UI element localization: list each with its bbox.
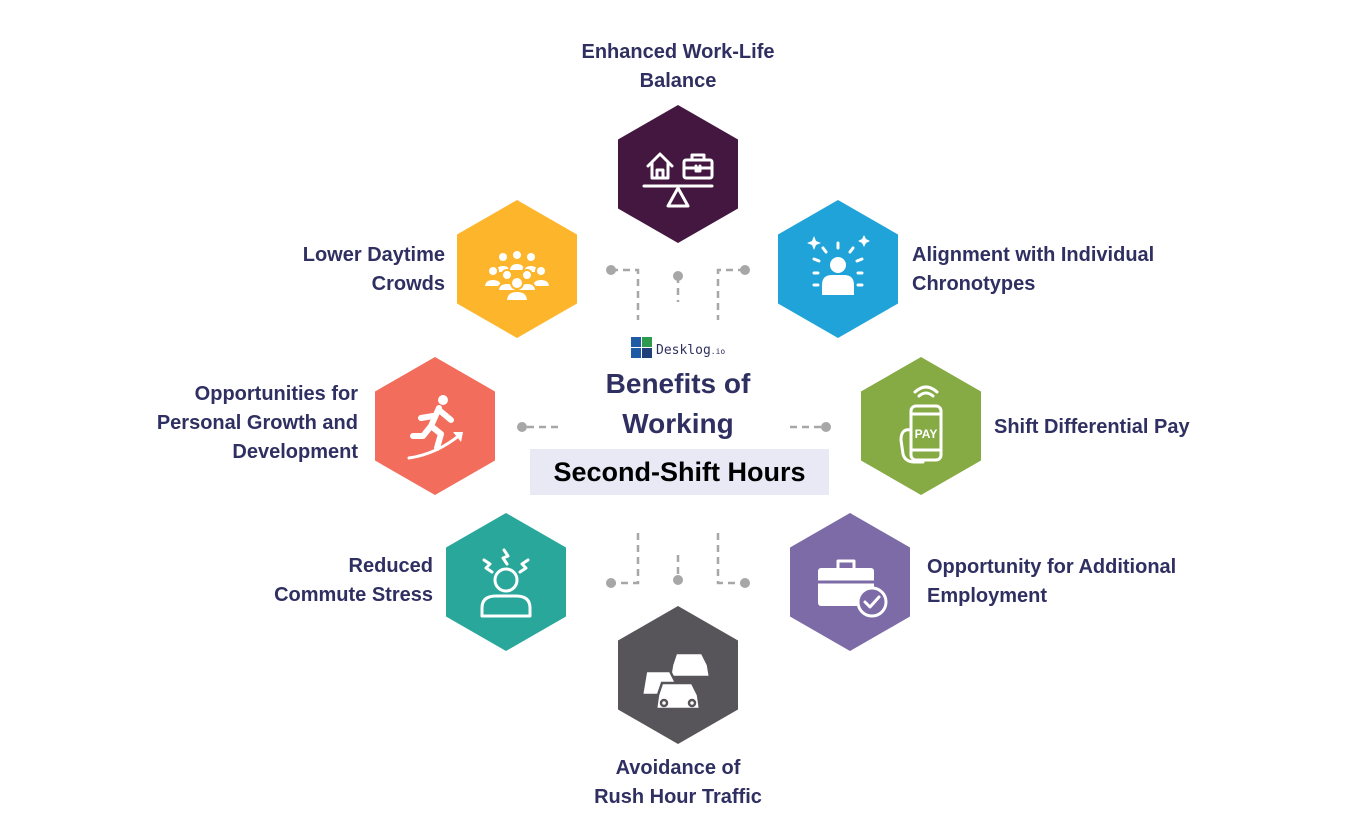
chronotypes-label: Alignment with Individual Chronotypes bbox=[912, 244, 1155, 295]
briefcase-check-icon bbox=[816, 559, 888, 618]
desklog-logo-mark-icon bbox=[631, 337, 652, 358]
work-life-balance-label: Enhanced Work-Life Balance bbox=[581, 41, 775, 92]
rush-hour-traffic-label: Avoidance of Rush Hour Traffic bbox=[594, 757, 762, 808]
commute-stress-hexagon bbox=[446, 513, 566, 651]
shift-differential-pay-hexagon: PAY bbox=[861, 357, 981, 495]
additional-employment-hexagon bbox=[790, 513, 910, 651]
daytime-crowds-hexagon bbox=[457, 200, 577, 338]
daytime-crowds-label: Lower Daytime Crowds bbox=[302, 244, 445, 295]
personal-growth-hexagon bbox=[375, 357, 495, 495]
additional-employment-label: Opportunity for Additional Employment bbox=[927, 556, 1177, 607]
center-title: Benefits of Working bbox=[560, 364, 796, 444]
rush-hour-traffic-hexagon bbox=[618, 606, 738, 744]
phone-pay-icon: PAY bbox=[899, 385, 943, 464]
personal-growth-label: Opportunities for Personal Growth and De… bbox=[156, 383, 358, 463]
crowd-icon bbox=[482, 249, 552, 302]
shift-differential-pay-label: Shift Differential Pay bbox=[994, 416, 1190, 438]
logo-name: Desklog bbox=[656, 343, 711, 358]
logo-suffix: .io bbox=[710, 347, 726, 356]
chronotypes-hexagon bbox=[778, 200, 898, 338]
traffic-cars-icon bbox=[640, 651, 712, 711]
center-subtitle: Second-Shift Hours bbox=[530, 449, 829, 495]
work-life-balance-hexagon bbox=[618, 105, 738, 243]
stressed-person-icon bbox=[480, 548, 532, 618]
running-growth-icon bbox=[407, 395, 463, 460]
center-title-line-1: Benefits of bbox=[605, 368, 751, 399]
svg-text:PAY: PAY bbox=[915, 427, 938, 441]
desklog-logo: Desklog.io bbox=[631, 337, 725, 359]
commute-stress-label: Reduced Commute Stress bbox=[274, 555, 433, 606]
center-title-line-2: Working bbox=[622, 408, 734, 439]
person-glow-icon bbox=[807, 235, 870, 295]
work-life-balance-icon bbox=[642, 152, 714, 208]
